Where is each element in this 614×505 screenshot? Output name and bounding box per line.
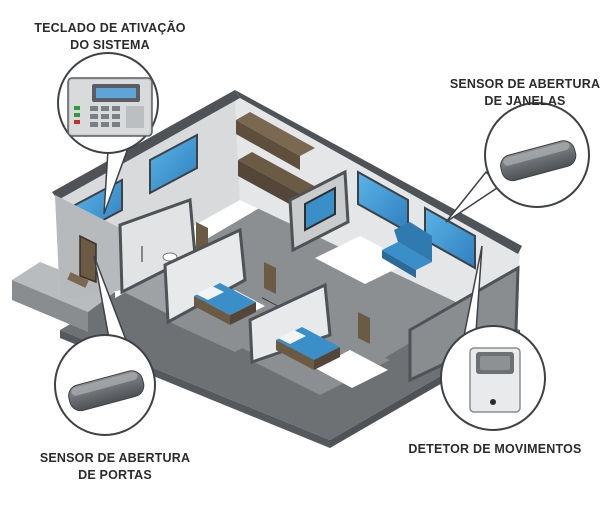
bedroom1-door xyxy=(264,262,276,294)
keypad-label-line2: DO SISTEMA xyxy=(70,38,150,52)
kitchen-counter xyxy=(238,152,318,196)
bed2-side xyxy=(314,347,340,370)
sofa-back xyxy=(394,222,432,262)
motion-detector-label-line1: DETETOR DE MOVIMENTOS xyxy=(408,442,582,456)
motion-detector-label: DETETOR DE MOVIMENTOS xyxy=(405,441,585,458)
motion-detector-icon xyxy=(469,347,521,413)
bedroom2-door xyxy=(358,312,370,344)
bed2-pillow xyxy=(278,330,306,344)
keypad-label: TECLADO DE ATIVAÇÃO DO SISTEMA xyxy=(30,20,190,54)
right-front-wall xyxy=(408,265,520,383)
window-sensor-label-line2: DE JANELAS xyxy=(484,94,566,108)
door-mat xyxy=(67,272,89,288)
door-sensor-label-line1: SENSOR DE ABERTURA xyxy=(39,451,191,465)
tv xyxy=(304,186,336,232)
window-sensor-label-line1: SENSOR DE ABERTURA xyxy=(449,77,601,91)
door-sensor-icon xyxy=(68,370,145,412)
bed1-pillow xyxy=(196,286,224,300)
window-left-1 xyxy=(149,133,198,195)
living-rug xyxy=(315,236,410,284)
bedroom1-wall xyxy=(163,227,247,325)
door-sensor-label: SENSOR DE ABERTURA DE PORTAS xyxy=(30,450,200,484)
upper-cabinets-front xyxy=(236,120,300,170)
sofa-front xyxy=(382,250,416,278)
window-sensor-label: SENSOR DE ABERTURA DE JANELAS xyxy=(440,76,610,110)
bed1-front xyxy=(194,296,230,325)
keypad-label-line1: TECLADO DE ATIVAÇÃO xyxy=(34,21,186,35)
bed1-side xyxy=(230,302,256,325)
house-floor xyxy=(120,190,500,390)
door-sensor-label-line2: DE PORTAS xyxy=(78,468,152,482)
window-right-2 xyxy=(424,206,476,270)
keypad-icon xyxy=(67,77,153,137)
bed2-front xyxy=(276,340,314,370)
upper-cabinets xyxy=(236,112,315,156)
window-sensor-icon xyxy=(500,140,577,182)
bedroom2-wall xyxy=(248,282,332,365)
kitchen-counter-front xyxy=(238,160,304,212)
sofa-seat xyxy=(382,242,432,270)
toilet xyxy=(162,252,178,262)
wall-cap-left xyxy=(52,90,240,200)
entrance-deck-side xyxy=(12,280,88,332)
entry-door xyxy=(79,234,97,284)
wall-cap-right xyxy=(235,90,522,254)
